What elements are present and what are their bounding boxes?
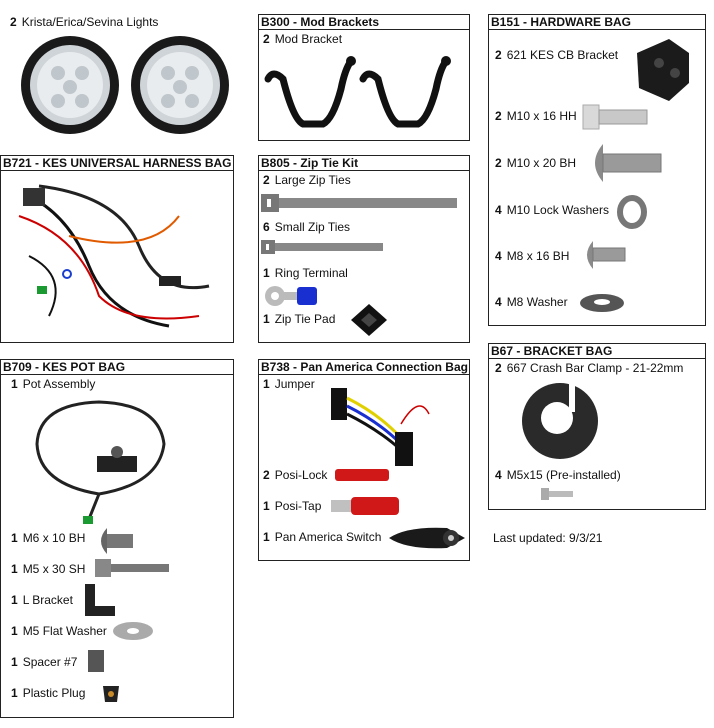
b721-box: B721 - KES UNIVERSAL HARNESS BAG — [0, 155, 234, 343]
pan-america-switch-image — [389, 527, 465, 549]
l-bracket-image — [85, 584, 115, 616]
b721-title: B721 - KES UNIVERSAL HARNESS BAG — [3, 156, 232, 170]
button-head-bolt-image — [595, 144, 662, 182]
last-updated-text: Last updated: 9/3/21 — [493, 531, 603, 545]
fog-light-left — [21, 36, 119, 134]
b805-title: B805 - Zip Tie Kit — [261, 156, 359, 170]
b67-title: B67 - BRACKET BAG — [491, 344, 613, 358]
small-zip-tie-image — [261, 240, 383, 254]
wiring-harness-image — [18, 184, 210, 328]
b67-title-divider — [489, 358, 705, 359]
fog-lights-image — [21, 36, 229, 134]
zip-tie-pad-image — [351, 304, 387, 336]
m8-bolt-image — [587, 241, 626, 269]
m5x15-screw-image — [541, 488, 573, 500]
b721-title-divider — [1, 170, 233, 171]
b300-title-divider — [259, 29, 469, 30]
fog-light-right — [131, 36, 229, 134]
large-zip-tie-image — [261, 194, 457, 212]
socket-head-screw-image — [95, 559, 169, 577]
flat-washer-image — [113, 622, 153, 640]
spacer-image — [88, 650, 104, 672]
m8-washer-image — [580, 294, 624, 312]
plastic-plug-image — [103, 686, 119, 702]
posi-tap-image — [331, 497, 399, 515]
lock-washer-image — [617, 195, 647, 229]
hex-bolt-image — [582, 104, 648, 130]
ring-terminal-image — [265, 286, 317, 306]
pot-assembly-image — [35, 400, 166, 524]
b709-title-divider — [1, 374, 233, 375]
b805-title-divider — [259, 170, 469, 171]
jumper-harness-image — [331, 388, 430, 466]
mod-brackets-image — [264, 56, 451, 128]
b300-title: B300 - Mod Brackets — [261, 15, 380, 29]
b738-title: B738 - Pan America Connection Bag — [261, 360, 468, 374]
m6-bolt-image — [101, 528, 133, 554]
posi-lock-image — [335, 469, 389, 481]
crash-bar-clamp-image — [522, 382, 598, 459]
b151-title-divider — [489, 29, 705, 30]
b709-title: B709 - KES POT BAG — [3, 360, 126, 374]
cb-bracket-image — [637, 39, 689, 101]
b738-title-divider — [259, 374, 469, 375]
b151-title: B151 - HARDWARE BAG — [491, 15, 632, 29]
